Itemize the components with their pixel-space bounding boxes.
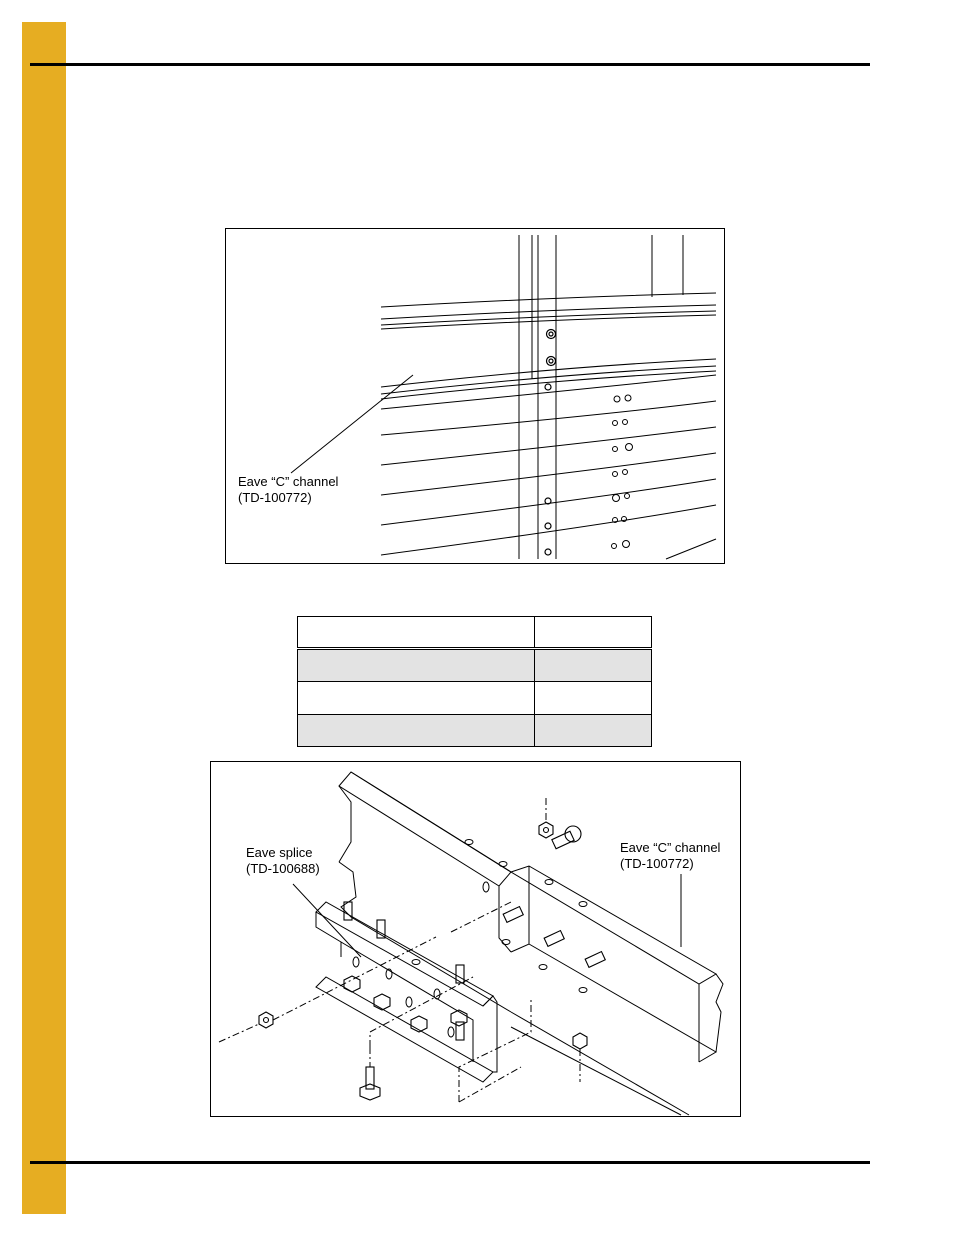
figure-eave-splice-exploded: Eave splice (TD-100688) Eave “C” channel… bbox=[210, 761, 741, 1117]
side-tab bbox=[22, 22, 66, 1214]
table-cell bbox=[534, 713, 652, 748]
table-row bbox=[297, 713, 652, 748]
table-cell bbox=[297, 648, 535, 683]
table-cell bbox=[297, 713, 535, 748]
callout-eave-channel-part: (TD-100772) bbox=[238, 490, 312, 505]
callout-eave-channel-bottom-name: Eave “C” channel bbox=[620, 840, 721, 855]
table-header-cell bbox=[534, 615, 652, 651]
eave-channel-installed-drawing bbox=[290, 235, 717, 560]
eave-splice-exploded-drawing bbox=[218, 771, 724, 1116]
callout-eave-channel-name: Eave “C” channel bbox=[238, 474, 339, 489]
callout-eave-splice: Eave splice (TD-100688) bbox=[246, 845, 320, 877]
callout-eave-channel: Eave “C” channel (TD-100772) bbox=[238, 474, 338, 506]
callout-eave-splice-name: Eave splice bbox=[246, 845, 313, 860]
table-cell bbox=[297, 681, 535, 715]
table-header-row bbox=[297, 615, 652, 651]
table-cell bbox=[534, 648, 652, 683]
table-row bbox=[297, 681, 652, 715]
callout-eave-channel-bottom: Eave “C” channel (TD-100772) bbox=[620, 840, 720, 872]
callout-eave-splice-part: (TD-100688) bbox=[246, 861, 320, 876]
table-header-cell bbox=[297, 615, 535, 651]
parts-table bbox=[297, 615, 652, 748]
footer-rule bbox=[30, 1161, 870, 1164]
header-rule bbox=[30, 63, 870, 66]
table-cell bbox=[534, 681, 652, 715]
figure-eave-channel-installed: Eave “C” channel (TD-100772) bbox=[225, 228, 725, 564]
callout-eave-channel-bottom-part: (TD-100772) bbox=[620, 856, 694, 871]
table-row bbox=[297, 648, 652, 683]
